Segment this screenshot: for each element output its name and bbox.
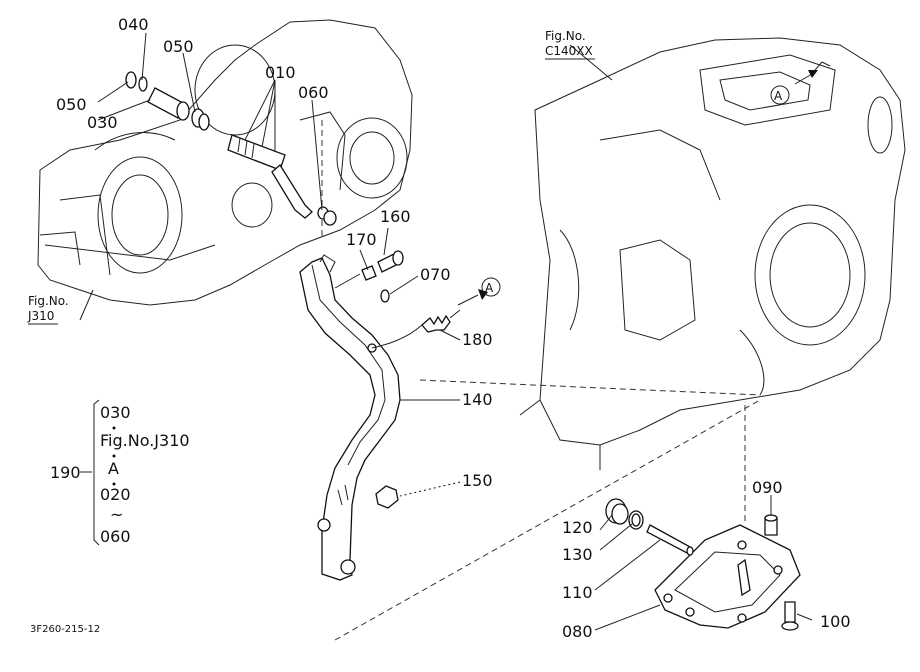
- bolt-160: [377, 250, 404, 273]
- callout-140: 140: [462, 390, 493, 409]
- callout-070: 070: [420, 265, 451, 284]
- callout-080: 080: [562, 622, 593, 641]
- callout-190: 190: [50, 463, 81, 482]
- leader-lines: [79, 32, 813, 631]
- right-housing-casting: [519, 37, 906, 470]
- dash-line-lower: [334, 399, 761, 641]
- pin-060: [317, 206, 337, 226]
- callout-040: 040: [118, 15, 149, 34]
- washer-070: [380, 289, 390, 303]
- bolt-100: [781, 601, 799, 631]
- group-190-line3: A: [108, 459, 119, 478]
- callout-090: 090: [752, 478, 783, 497]
- dash-line-upper: [419, 379, 761, 396]
- knob-150: [375, 485, 399, 509]
- shaft-010: [227, 134, 313, 219]
- o-ring-040: [138, 76, 148, 92]
- fig-ref-right-number: C140XX: [545, 44, 593, 58]
- line-bolt-to-pedal: [334, 273, 361, 289]
- callout-180: 180: [462, 330, 493, 349]
- bushing-030: [147, 87, 190, 121]
- callout-050-upper: 050: [163, 37, 194, 56]
- callout-130: 130: [562, 545, 593, 564]
- left-housing-casting: [37, 19, 413, 306]
- o-ring-130: [628, 510, 644, 530]
- group-190-line5: 060: [100, 527, 131, 546]
- callout-010: 010: [265, 63, 296, 82]
- callout-110: 110: [562, 583, 593, 602]
- callout-100: 100: [820, 612, 851, 631]
- callout-170: 170: [346, 230, 377, 249]
- marker-a-right: A: [770, 85, 790, 105]
- marker-a-left-text: A: [485, 281, 494, 295]
- group-190-bracket: [93, 399, 100, 546]
- cover-080: [654, 524, 801, 629]
- group-190-dot1: [112, 426, 116, 430]
- marker-a-right-text: A: [774, 89, 783, 103]
- snap-ring-050-right: [191, 108, 210, 131]
- group-190-dot2: [112, 454, 116, 458]
- spring-180: [371, 309, 461, 349]
- callout-150: 150: [462, 471, 493, 490]
- group-190-line1: 030: [100, 403, 131, 422]
- marker-a-left: A: [481, 277, 501, 297]
- pin-090: [764, 514, 778, 536]
- callout-060: 060: [298, 83, 329, 102]
- arrow-to-a-left: [457, 289, 488, 306]
- group-190-tilde: ~: [110, 505, 123, 524]
- fig-ref-left-title: Fig.No.: [28, 294, 69, 308]
- group-190-line2: Fig.No.J310: [100, 431, 190, 450]
- pedal-140: [299, 254, 401, 581]
- snap-ring-050-left: [125, 71, 137, 89]
- nut-170: [361, 265, 377, 281]
- group-190-dot3: [112, 482, 116, 486]
- arrow-to-a-right: [794, 61, 831, 85]
- callout-030: 030: [87, 113, 118, 132]
- plug-120: [605, 498, 629, 525]
- fig-ref-left-number: J310: [27, 309, 54, 323]
- callout-120: 120: [562, 518, 593, 537]
- fig-ref-right-title: Fig.No.: [545, 29, 586, 43]
- group-190: 190 030 Fig.No.J310 A 020 ~ 060: [50, 399, 190, 546]
- callout-160: 160: [380, 207, 411, 226]
- drawing-code: 3F260-215-12: [30, 624, 100, 635]
- group-190-line4: 020: [100, 485, 131, 504]
- callout-050-lower: 050: [56, 95, 87, 114]
- pin-110: [646, 524, 694, 556]
